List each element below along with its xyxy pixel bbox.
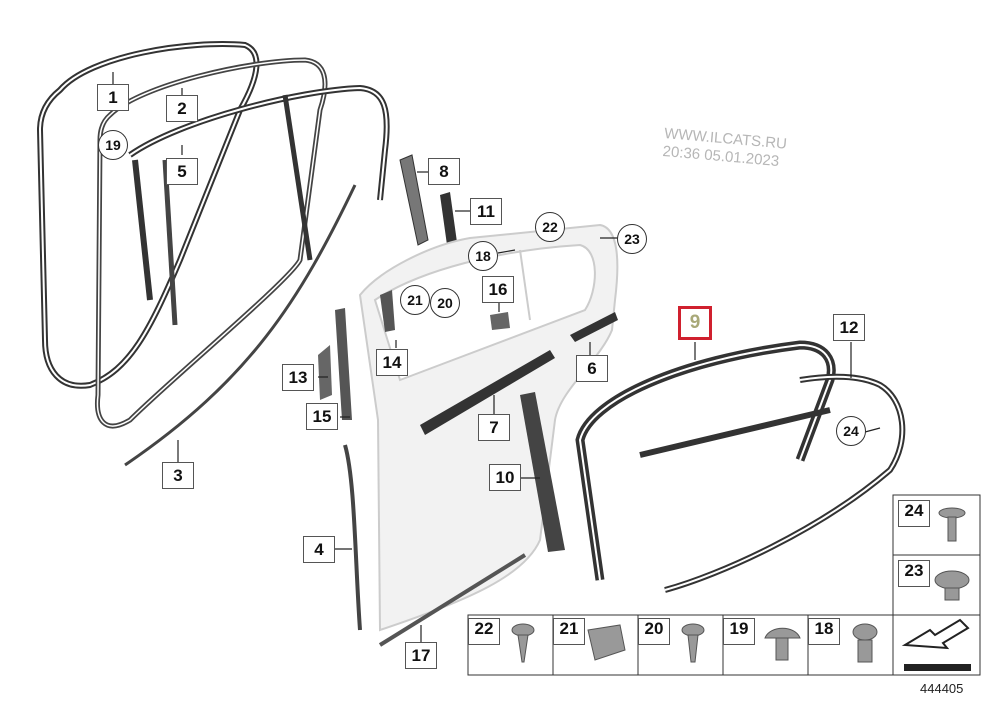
- callout-5[interactable]: 5: [166, 158, 198, 185]
- part-10-trim: [520, 392, 565, 552]
- screw-icon-20: [681, 623, 705, 637]
- drawing-number: 444405: [920, 681, 964, 696]
- callout-1[interactable]: 1: [97, 84, 129, 111]
- callout-19[interactable]: 19: [98, 130, 128, 160]
- callout-17[interactable]: 17: [405, 642, 437, 669]
- part-4-strip: [343, 444, 362, 631]
- callout-12[interactable]: 12: [833, 314, 865, 341]
- part-3-strip: [124, 184, 357, 467]
- clip-icon-21: [587, 624, 626, 661]
- arrow-icon: [901, 618, 971, 671]
- legend-23[interactable]: 23: [898, 560, 930, 587]
- callout-9-selected[interactable]: 9: [678, 306, 712, 340]
- leader-lines: [112, 72, 881, 642]
- callout-3[interactable]: 3: [162, 462, 194, 489]
- callout-4[interactable]: 4: [303, 536, 335, 563]
- legend-21[interactable]: 21: [553, 618, 585, 645]
- legend-18[interactable]: 18: [808, 618, 840, 645]
- callout-21[interactable]: 21: [400, 285, 430, 315]
- callout-15[interactable]: 15: [306, 403, 338, 430]
- callout-7[interactable]: 7: [478, 414, 510, 441]
- part-12-seal: [639, 373, 906, 593]
- callout-18[interactable]: 18: [468, 241, 498, 271]
- part-13-clip: [318, 345, 332, 400]
- callout-10[interactable]: 10: [489, 464, 521, 491]
- callout-22[interactable]: 22: [535, 212, 565, 242]
- callout-16[interactable]: 16: [482, 276, 514, 303]
- callout-8[interactable]: 8: [428, 158, 460, 185]
- callout-6[interactable]: 6: [576, 355, 608, 382]
- screw-icon-23: [934, 570, 970, 590]
- rivet-icon-19: [764, 627, 801, 639]
- legend-22[interactable]: 22: [468, 618, 500, 645]
- callout-13[interactable]: 13: [282, 364, 314, 391]
- part-14-clip: [380, 290, 395, 332]
- part-9-seal: [575, 340, 836, 581]
- part-8-trim: [399, 154, 429, 246]
- legend-19[interactable]: 19: [723, 618, 755, 645]
- callout-20[interactable]: 20: [430, 288, 460, 318]
- legend-fastener-icons: [511, 507, 970, 663]
- callout-14[interactable]: 14: [376, 349, 408, 376]
- part-7-strip: [420, 350, 555, 435]
- legend-20[interactable]: 20: [638, 618, 670, 645]
- legend-24[interactable]: 24: [898, 500, 930, 527]
- callout-2[interactable]: 2: [166, 95, 198, 122]
- callout-24[interactable]: 24: [836, 416, 866, 446]
- screw-icon-22: [511, 623, 535, 637]
- screw-icon-18: [852, 623, 878, 641]
- part-15-trim: [335, 308, 352, 420]
- callout-11[interactable]: 11: [470, 198, 502, 225]
- part-17-strip: [378, 553, 527, 647]
- part-16-clip: [490, 312, 510, 330]
- part-6-strip: [570, 312, 618, 342]
- callout-23[interactable]: 23: [617, 224, 647, 254]
